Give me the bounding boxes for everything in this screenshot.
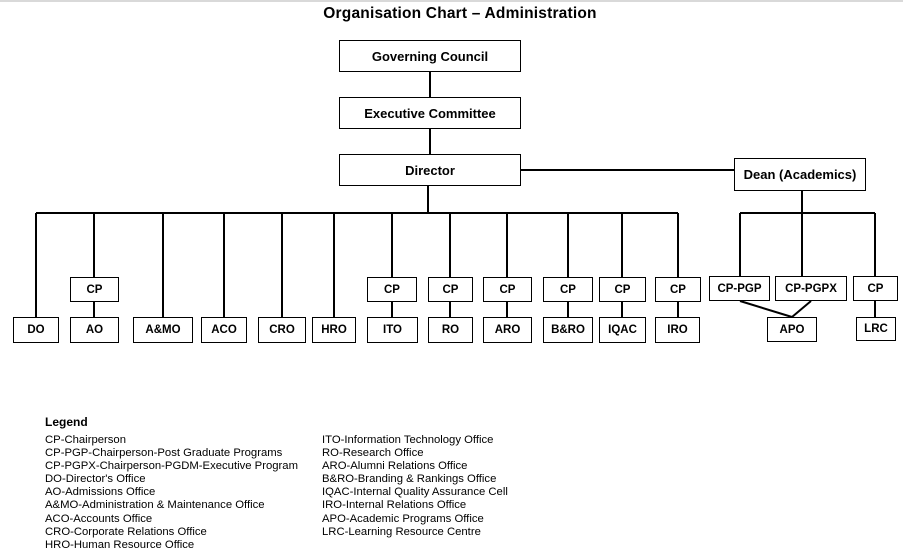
window-top-border	[0, 0, 903, 2]
org-node-iqac: IQAC	[599, 317, 646, 343]
org-node-aco: ACO	[201, 317, 247, 343]
org-node-cp-aro: CP	[483, 277, 532, 302]
org-node-executive-committee: Executive Committee	[339, 97, 521, 129]
legend-item: IQAC-Internal Quality Assurance Cell	[322, 486, 508, 499]
legend-item: ITO-Information Technology Office	[322, 434, 494, 446]
legend-item: ACO-Accounts Office	[45, 512, 153, 525]
legend-item: B&RO-Branding & Rankings Office	[322, 473, 497, 486]
org-node-director: Director	[339, 154, 521, 186]
connector-line	[739, 300, 793, 318]
org-node-cp-ao: CP	[70, 277, 119, 302]
org-node-do: DO	[13, 317, 59, 343]
org-node-cp-bro: CP	[543, 277, 593, 302]
org-node-lrc: LRC	[856, 317, 896, 341]
legend-item: CRO-Corporate Relations Office	[45, 525, 207, 538]
connector-line	[791, 300, 812, 318]
org-node-dean-academics: Dean (Academics)	[734, 158, 866, 191]
org-node-ito: ITO	[367, 317, 418, 343]
org-node-cp-pgpx: CP-PGPX	[775, 276, 847, 301]
org-node-cp-lrc: CP	[853, 276, 898, 301]
org-node-amo: A&MO	[133, 317, 193, 343]
org-node-governing-council: Governing Council	[339, 40, 521, 72]
legend-item: AO-Admissions Office	[45, 486, 156, 499]
org-node-apo: APO	[767, 317, 817, 342]
legend-item: CP-PGP-Chairperson-Post Graduate Program…	[45, 447, 283, 460]
org-node-iro: IRO	[655, 317, 700, 343]
legend-item: LRC-Learning Resource Centre	[322, 525, 481, 538]
org-node-cp-iqac: CP	[599, 277, 646, 302]
org-node-ro: RO	[428, 317, 473, 343]
org-node-hro: HRO	[312, 317, 356, 343]
legend-item: ARO-Alumni Relations Office	[322, 460, 468, 473]
legend-item: RO-Research Office	[322, 447, 424, 460]
org-node-cro: CRO	[258, 317, 306, 343]
legend-item: HRO-Human Resource Office	[45, 538, 195, 551]
legend-item: A&MO-Administration & Maintenance Office	[45, 499, 265, 512]
legend-item: CP-PGPX-Chairperson-PGDM-Executive Progr…	[45, 460, 298, 473]
org-node-bro: B&RO	[543, 317, 593, 343]
legend-heading: Legend	[45, 415, 88, 429]
legend-item: APO-Academic Programs Office	[322, 512, 484, 525]
org-node-cp-pgp: CP-PGP	[709, 276, 770, 301]
org-node-cp-ro: CP	[428, 277, 473, 302]
org-node-aro: ARO	[483, 317, 532, 343]
legend-item: IRO-Internal Relations Office	[322, 499, 467, 512]
org-node-cp-iro: CP	[655, 277, 701, 302]
org-node-ao: AO	[70, 317, 119, 343]
legend-item: DO-Director's Office	[45, 473, 146, 486]
org-node-cp-ito: CP	[367, 277, 417, 302]
legend-item: CP-Chairperson	[45, 434, 126, 446]
page-title: Organisation Chart – Administration	[323, 5, 597, 22]
